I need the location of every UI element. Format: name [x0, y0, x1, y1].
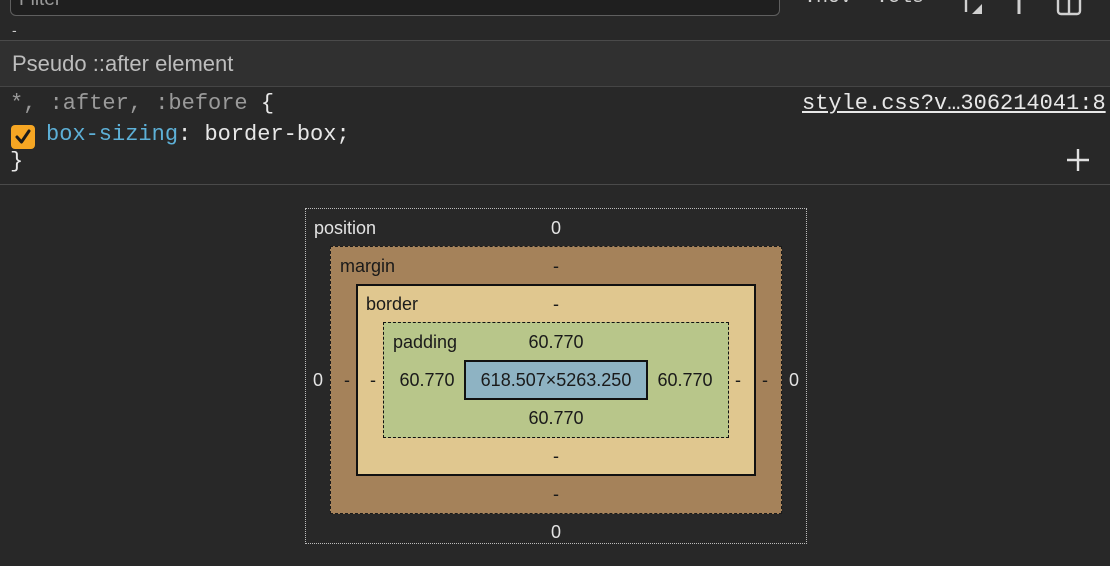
margin-label: margin	[340, 256, 396, 276]
padding-top-value[interactable]: 60.770	[528, 332, 584, 352]
checkmark-icon	[15, 129, 31, 144]
filter-input[interactable]	[10, 0, 780, 16]
border-right-value[interactable]: -	[735, 370, 741, 390]
property-value[interactable]: border-box;	[204, 122, 350, 147]
margin-bottom-value[interactable]: -	[553, 484, 559, 504]
margin-left-value[interactable]: -	[344, 370, 350, 390]
position-right-value[interactable]: 0	[788, 370, 800, 390]
stylesheet-source-link[interactable]: style.css?v…306214041:8	[802, 91, 1106, 116]
position-left-value[interactable]: 0	[312, 370, 324, 390]
pseudo-section-label: Pseudo ::after element	[12, 51, 234, 76]
border-bottom-value[interactable]: -	[553, 446, 559, 466]
plus-icon[interactable]	[1064, 146, 1092, 174]
property-enabled-checkbox[interactable]	[11, 125, 35, 149]
padding-label: padding	[393, 332, 458, 352]
add-rule-icon[interactable]	[956, 0, 986, 16]
border-top-value[interactable]: -	[553, 294, 559, 314]
padding-bottom-value[interactable]: 60.770	[528, 408, 584, 428]
property-declaration[interactable]: box-sizing: border-box;	[46, 122, 350, 148]
pin-icon[interactable]	[1004, 0, 1034, 16]
margin-top-value[interactable]: -	[553, 256, 559, 276]
box-model-content	[464, 360, 648, 400]
position-bottom-value[interactable]: 0	[550, 522, 562, 542]
computed-sidebar-icon[interactable]	[1054, 0, 1084, 16]
margin-right-value[interactable]: -	[762, 370, 768, 390]
content-size-value[interactable]: 618.507×5263.250	[480, 370, 632, 390]
padding-right-value[interactable]: 60.770	[657, 370, 713, 390]
filter-placeholder: Filter	[19, 0, 61, 12]
padding-left-value[interactable]: 60.770	[399, 370, 455, 390]
scroll-marker: -	[12, 22, 17, 38]
close-brace: }	[10, 149, 24, 174]
open-brace: {	[260, 91, 275, 116]
position-label: position	[314, 218, 377, 238]
rule-selector[interactable]: *, :after, :before {	[10, 91, 274, 117]
property-name[interactable]: box-sizing	[46, 122, 179, 147]
box-model-position	[305, 208, 807, 544]
property-separator: :	[178, 122, 205, 147]
border-label: border	[366, 294, 419, 314]
section-divider	[0, 184, 1110, 185]
position-top-value[interactable]: 0	[550, 218, 562, 238]
border-left-value[interactable]: -	[370, 370, 376, 390]
selector-text: *, :after, :before	[10, 91, 248, 116]
hov-toggle-button[interactable]: :hov	[804, 0, 852, 10]
pseudo-section-header	[0, 41, 1110, 87]
cls-toggle-button[interactable]: .cls	[876, 0, 924, 10]
